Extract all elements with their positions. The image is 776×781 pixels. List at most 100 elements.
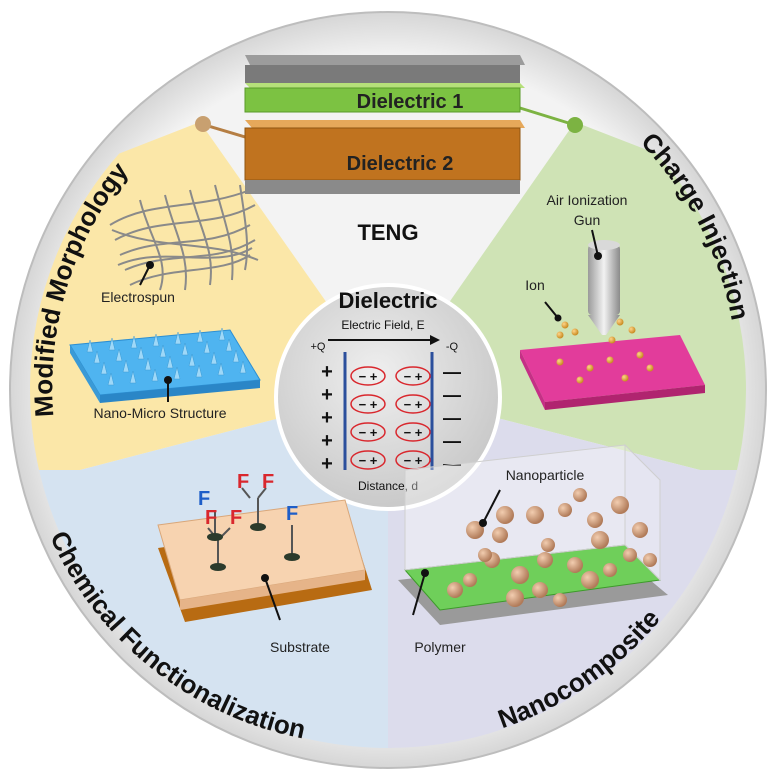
teng-connector-right-dot — [567, 117, 583, 133]
dipoles: − +− +− +− +− +− +− +− + — [350, 366, 431, 470]
nanoparticle-label: Nanoparticle — [506, 467, 585, 483]
spike — [181, 342, 189, 356]
teng-connector-right — [519, 106, 576, 127]
nanoparticle — [511, 566, 529, 584]
dipole-sign: − + — [404, 397, 423, 412]
nanoparticle — [506, 589, 524, 607]
dipole-ellipse — [395, 422, 431, 442]
dipole-ellipse — [395, 366, 431, 386]
spike — [130, 335, 138, 349]
spike — [174, 331, 182, 345]
teng-connector-left-dot — [195, 116, 211, 132]
spike — [218, 327, 226, 341]
spike — [159, 344, 167, 358]
teng-title: TENG — [357, 220, 418, 245]
ion-particle — [556, 331, 564, 339]
plate-charges: +—+—+—+—+— — [321, 361, 461, 475]
spike — [232, 349, 240, 363]
minus-charge: — — [443, 362, 461, 382]
polymer-label: Polymer — [414, 639, 466, 655]
nanoparticle — [567, 557, 583, 573]
ion-particle — [646, 364, 654, 372]
atom-f-6: F — [230, 507, 242, 529]
teng-device: Dielectric 1 Dielectric 2 — [244, 55, 525, 194]
dipole-ellipse — [350, 450, 386, 470]
distance-label: Distance, d — [358, 479, 418, 493]
atom-f-2: F — [237, 471, 249, 493]
ion-particle — [576, 376, 584, 384]
nanoparticle — [532, 582, 548, 598]
nanoparticle — [496, 506, 514, 524]
substrate-label: Substrate — [270, 639, 330, 655]
ion-particle — [586, 364, 594, 372]
nanoparticle — [603, 563, 617, 577]
dielectric2-layer — [244, 127, 521, 181]
atom-f-1: F — [198, 488, 210, 510]
nano-micro-label: Nano-Micro Structure — [93, 405, 226, 421]
spike — [217, 362, 225, 376]
nanoparticle — [611, 496, 629, 514]
spike — [166, 355, 174, 369]
dipole-ellipse — [350, 422, 386, 442]
nanoparticle — [463, 573, 477, 587]
spike — [107, 372, 115, 386]
plus-charge: + — [321, 430, 333, 452]
gun-label-1: Air Ionization — [547, 192, 628, 208]
ion-particle — [556, 358, 564, 366]
dipole-sign: − + — [359, 425, 378, 440]
plus-charge: + — [321, 384, 333, 406]
dipole-sign: − + — [404, 425, 423, 440]
spike — [122, 359, 130, 373]
ion-particle — [636, 351, 644, 359]
spike — [93, 350, 101, 364]
atom-f-3: F — [262, 471, 274, 493]
plus-charge: + — [321, 453, 333, 475]
center-title: Dielectric — [338, 288, 437, 313]
dipole-sign: − + — [359, 369, 378, 384]
nanoparticle — [643, 553, 657, 567]
spike — [239, 360, 247, 374]
ion-particle — [571, 328, 579, 336]
plus-charge: + — [321, 407, 333, 429]
charged-film — [520, 335, 705, 410]
spike — [188, 353, 196, 367]
ion-label: Ion — [525, 277, 544, 293]
nanoparticle — [632, 522, 648, 538]
air-ionization-gun — [588, 240, 620, 335]
minus-charge: — — [443, 408, 461, 428]
dielectric1-layer — [244, 87, 521, 113]
nano-micro-structure — [69, 327, 261, 403]
spike — [173, 366, 181, 380]
dipole-ellipse — [395, 394, 431, 414]
spike — [151, 368, 159, 382]
spike — [195, 364, 203, 378]
gun-label-2: Gun — [574, 212, 600, 228]
dielectric2-label: Dielectric 2 — [347, 153, 454, 175]
electrospun-label: Electrospun — [101, 289, 175, 305]
atom-f-4: F — [286, 503, 298, 525]
atom-f-5: F — [205, 507, 217, 529]
dipole-sign: − + — [359, 397, 378, 412]
substrate-stack — [157, 499, 372, 622]
spike — [196, 329, 204, 343]
electrospun-mesh — [109, 184, 259, 291]
nanoparticle — [558, 503, 572, 517]
nanoparticle — [553, 593, 567, 607]
spike — [129, 370, 137, 384]
field-label: Electric Field, E — [341, 318, 424, 332]
minus-charge: — — [443, 454, 461, 474]
plus-charge: + — [321, 361, 333, 383]
ion-particle — [628, 326, 636, 334]
nanoparticle — [591, 531, 609, 549]
nanoparticle — [447, 582, 463, 598]
dipole-sign: − + — [404, 369, 423, 384]
ion-particle — [616, 318, 624, 326]
minus-charge: — — [443, 431, 461, 451]
spike — [100, 361, 108, 375]
spike — [115, 348, 123, 362]
nanoparticle — [526, 506, 544, 524]
nanoparticle — [587, 512, 603, 528]
nanoparticle — [478, 548, 492, 562]
